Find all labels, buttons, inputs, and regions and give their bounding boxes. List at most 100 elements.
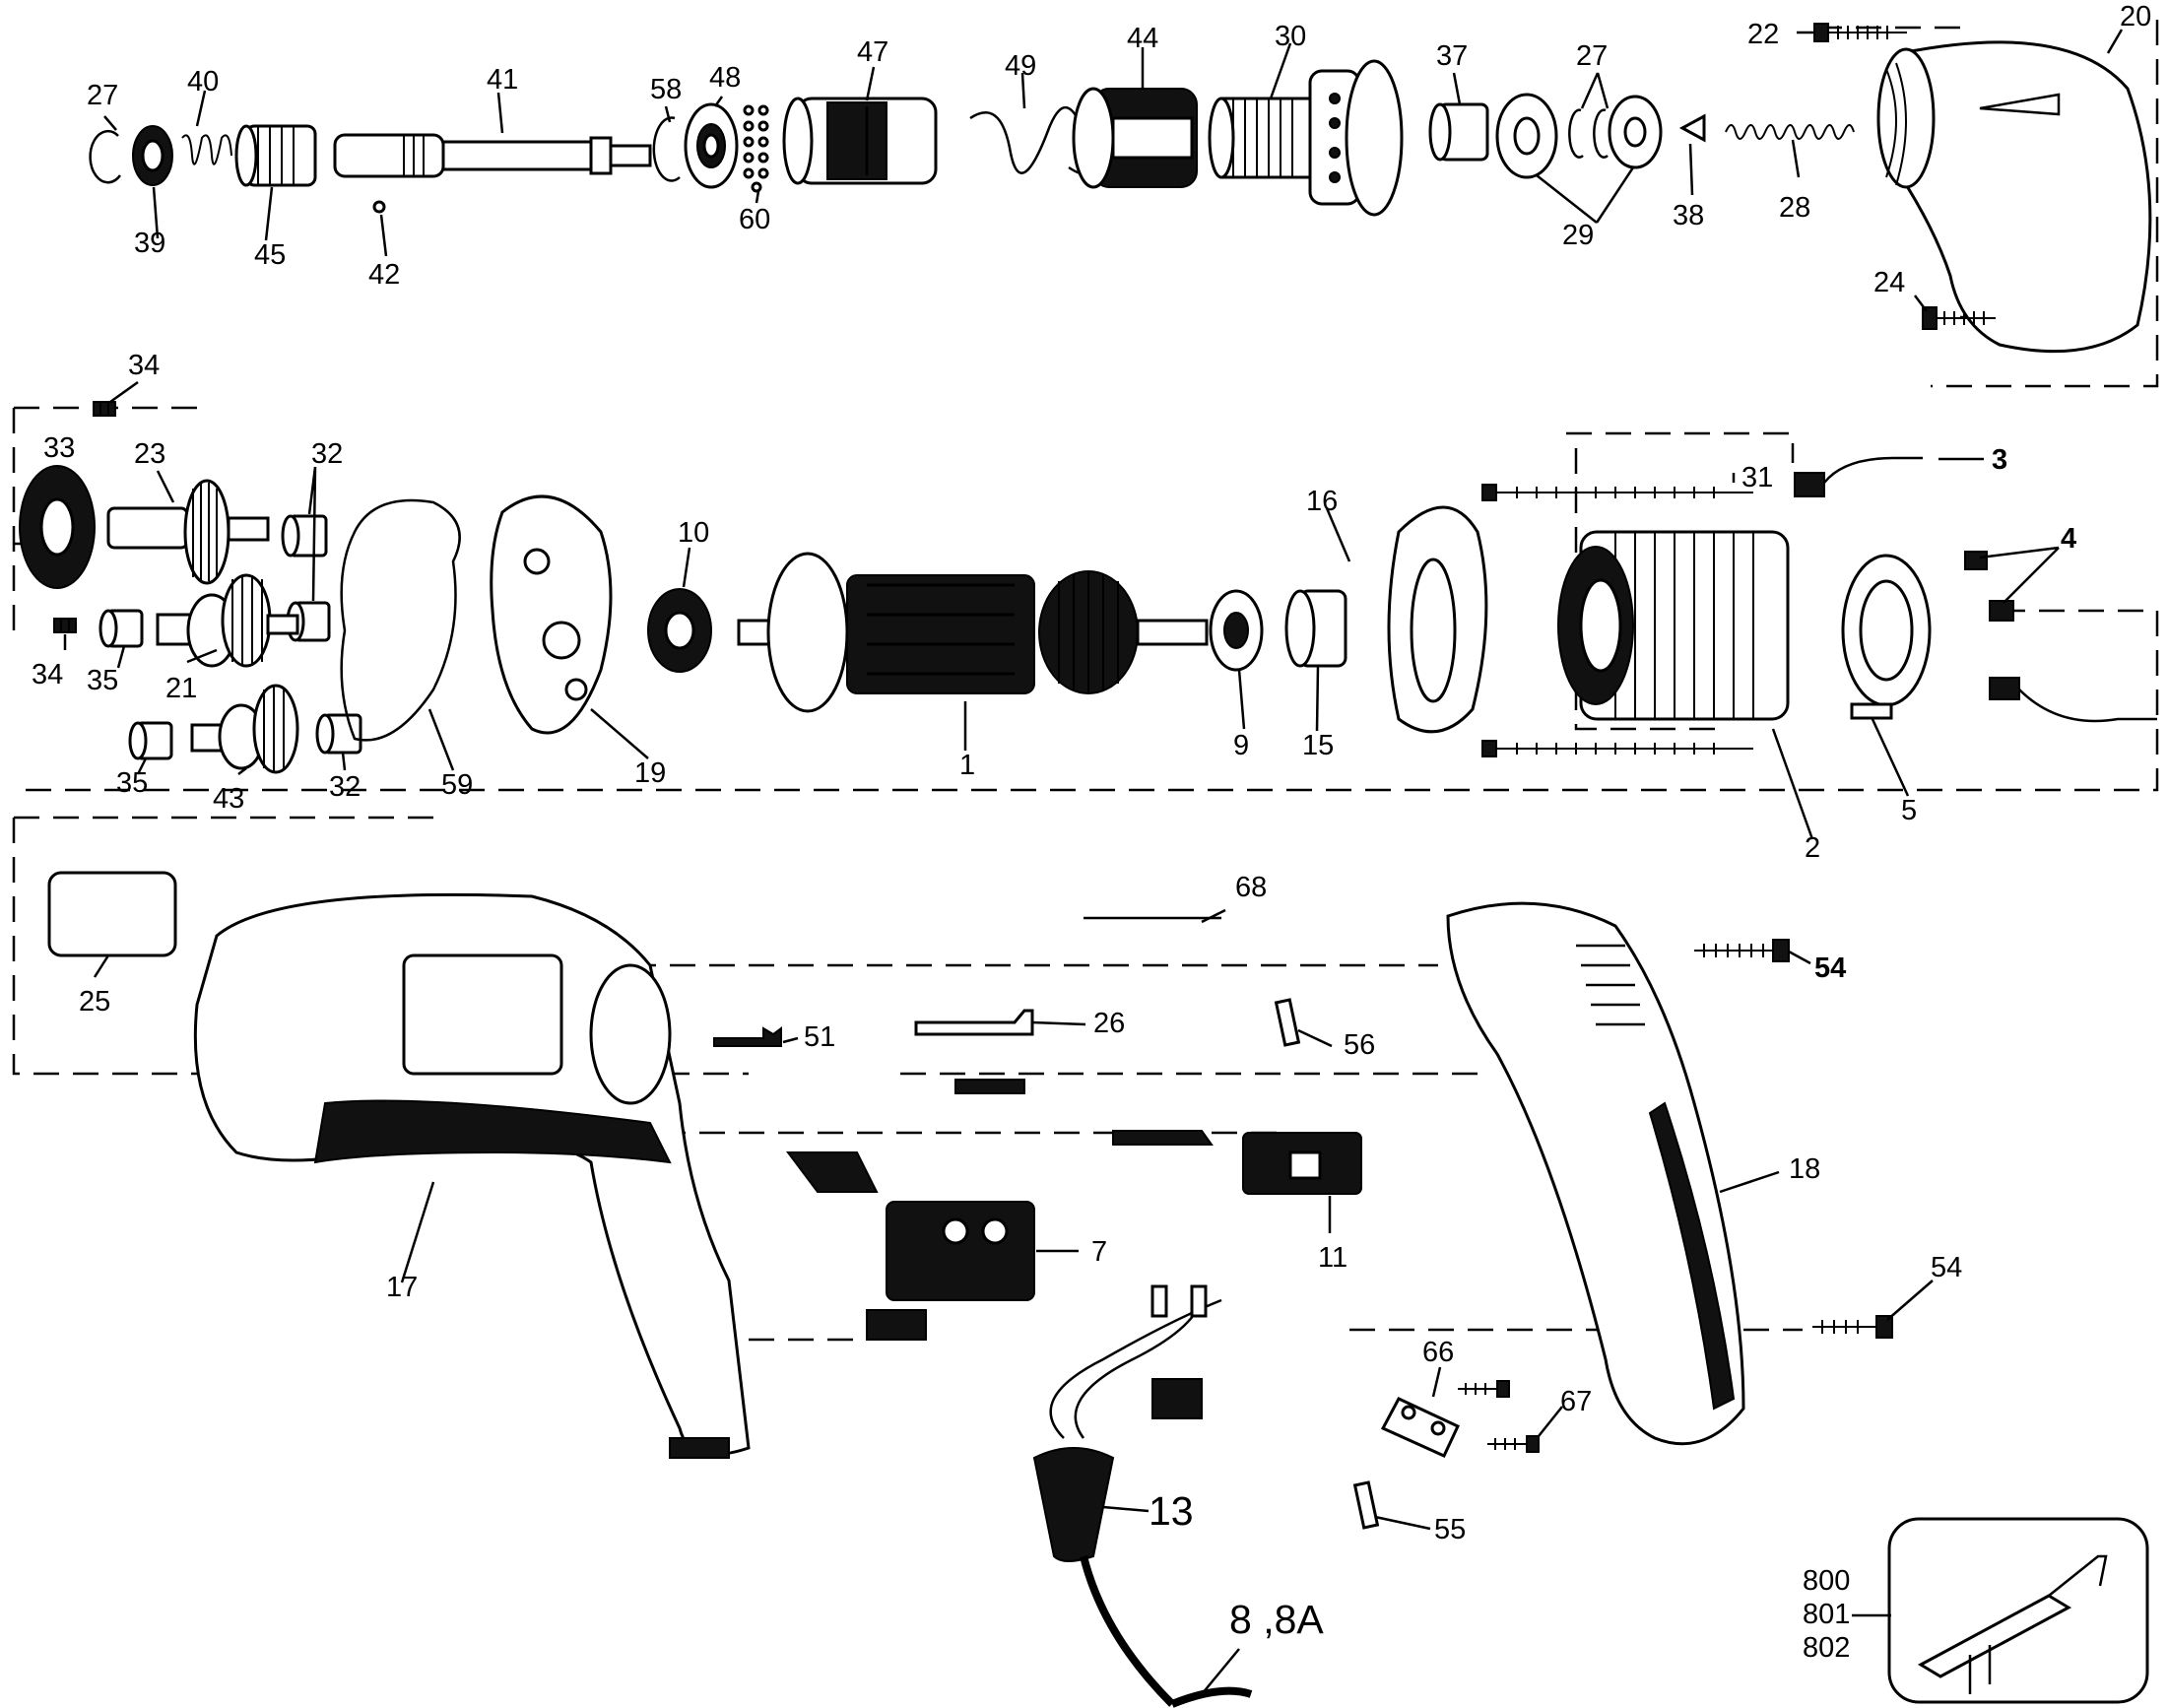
motor-assembly-parts <box>19 401 2157 774</box>
label-40: 40 <box>187 66 219 98</box>
label-27: 27 <box>87 80 118 111</box>
part-18-handle-half <box>1446 901 1745 1446</box>
part-22-screw <box>1813 23 1907 42</box>
label-39: 39 <box>134 228 165 259</box>
label-1: 1 <box>959 750 975 781</box>
label-19: 19 <box>634 757 666 789</box>
part-31-long-screws <box>1481 484 1753 757</box>
label-23: 23 <box>134 438 165 470</box>
part-42-ball <box>372 200 386 214</box>
label-33: 33 <box>43 432 75 464</box>
label-51: 51 <box>804 1021 835 1053</box>
part-9-bearing <box>1209 589 1264 672</box>
part-58-retaining-ring <box>652 116 681 182</box>
label-24: 24 <box>1873 267 1905 298</box>
label-9: 9 <box>1233 730 1249 761</box>
part-15-bearing-holder <box>1284 589 1347 668</box>
label-34-lower: 34 <box>32 659 63 690</box>
label-54-lower: 54 <box>1931 1252 1962 1283</box>
label-27-second: 27 <box>1576 40 1608 72</box>
label-60: 60 <box>739 204 770 235</box>
label-2: 2 <box>1805 832 1820 864</box>
label-35-lower: 35 <box>116 767 148 799</box>
label-30: 30 <box>1275 21 1306 52</box>
part-4-brushes <box>1964 551 2157 723</box>
label-49: 49 <box>1005 50 1036 82</box>
label-47: 47 <box>857 36 888 68</box>
part-59-gasket <box>340 498 461 742</box>
part-17-motor-housing <box>193 892 751 1459</box>
label-8-8a: 8 ,8A <box>1229 1597 1324 1642</box>
part-35-bushing-upper <box>99 609 144 648</box>
leader-lines <box>57 29 2124 1695</box>
part-56-terminal <box>1274 998 1301 1047</box>
label-22: 22 <box>1747 19 1779 50</box>
part-48-bearing <box>684 102 739 189</box>
label-21: 21 <box>165 673 197 704</box>
label-68: 68 <box>1235 872 1267 903</box>
part-40-spring <box>181 134 232 165</box>
part-55-terminal <box>1352 1480 1380 1530</box>
label-41: 41 <box>487 64 518 96</box>
label-25: 25 <box>79 986 110 1018</box>
label-17: 17 <box>386 1272 418 1303</box>
part-3-brush-lead <box>1794 456 1923 497</box>
label-16: 16 <box>1306 486 1338 517</box>
part-28-spring <box>1725 124 1855 140</box>
part-30-gear-housing <box>1208 59 1404 217</box>
label-58: 58 <box>650 74 682 105</box>
label-10: 10 <box>678 517 709 549</box>
label-800: 800 <box>1803 1565 1850 1597</box>
label-44: 44 <box>1127 23 1158 54</box>
part-7-switch <box>786 1151 1035 1341</box>
label-20: 20 <box>2120 1 2151 33</box>
label-28: 28 <box>1779 192 1810 224</box>
housing-assembly-parts <box>47 871 2149 1708</box>
part-24-screw <box>1922 306 1996 330</box>
label-34: 34 <box>128 350 160 381</box>
label-55: 55 <box>1434 1514 1466 1545</box>
part-39-nut <box>132 125 173 186</box>
part-34-screw-top <box>93 401 116 417</box>
part-10-bearing <box>647 588 712 673</box>
part-21-gear <box>156 573 299 668</box>
label-31: 31 <box>1741 462 1773 493</box>
part-35-bushing-lower <box>128 721 173 760</box>
label-43: 43 <box>213 783 244 815</box>
part-37-bushing <box>1428 102 1489 162</box>
part-29-clutch-halves <box>1495 93 1663 179</box>
part-33-bearing <box>19 465 96 589</box>
part-32-bushings-upper <box>281 514 331 642</box>
label-56: 56 <box>1344 1029 1375 1061</box>
label-35: 35 <box>87 665 118 696</box>
part-66-clamp-plate <box>1380 1397 1460 1458</box>
label-37: 37 <box>1436 40 1468 72</box>
part-8-power-cord <box>1080 1555 1253 1708</box>
label-26: 26 <box>1093 1008 1125 1039</box>
part-47-clutch-sleeve <box>782 97 938 185</box>
label-801: 801 <box>1803 1599 1850 1630</box>
label-4: 4 <box>2061 523 2076 555</box>
part-67-screws <box>1458 1380 1540 1453</box>
part-34-screw-lower <box>53 618 77 633</box>
part-38-tip <box>1678 113 1706 143</box>
spindle-assembly-parts <box>89 23 2152 354</box>
label-42: 42 <box>368 259 400 291</box>
part-23-gear-shaft <box>106 479 270 585</box>
label-32-lower: 32 <box>329 771 361 803</box>
label-48: 48 <box>709 62 741 94</box>
label-802: 802 <box>1803 1632 1850 1664</box>
kit-800-801-802 <box>1887 1517 2149 1704</box>
label-7: 7 <box>1091 1236 1107 1268</box>
label-13: 13 <box>1149 1488 1194 1534</box>
part-54-screws <box>1694 939 1893 1339</box>
part-11-reversing-switch <box>1112 1130 1362 1195</box>
part-27-retaining-rings <box>1568 108 1609 159</box>
part-60-balls <box>743 104 769 193</box>
part-51-button <box>713 1026 782 1047</box>
part-16-baffle <box>1387 505 1488 734</box>
label-18: 18 <box>1789 1153 1820 1185</box>
part-number-labels: 27 40 41 58 48 47 49 44 30 37 27 22 20 3… <box>32 1 2151 1664</box>
part-19-bearing-plate <box>490 494 613 735</box>
